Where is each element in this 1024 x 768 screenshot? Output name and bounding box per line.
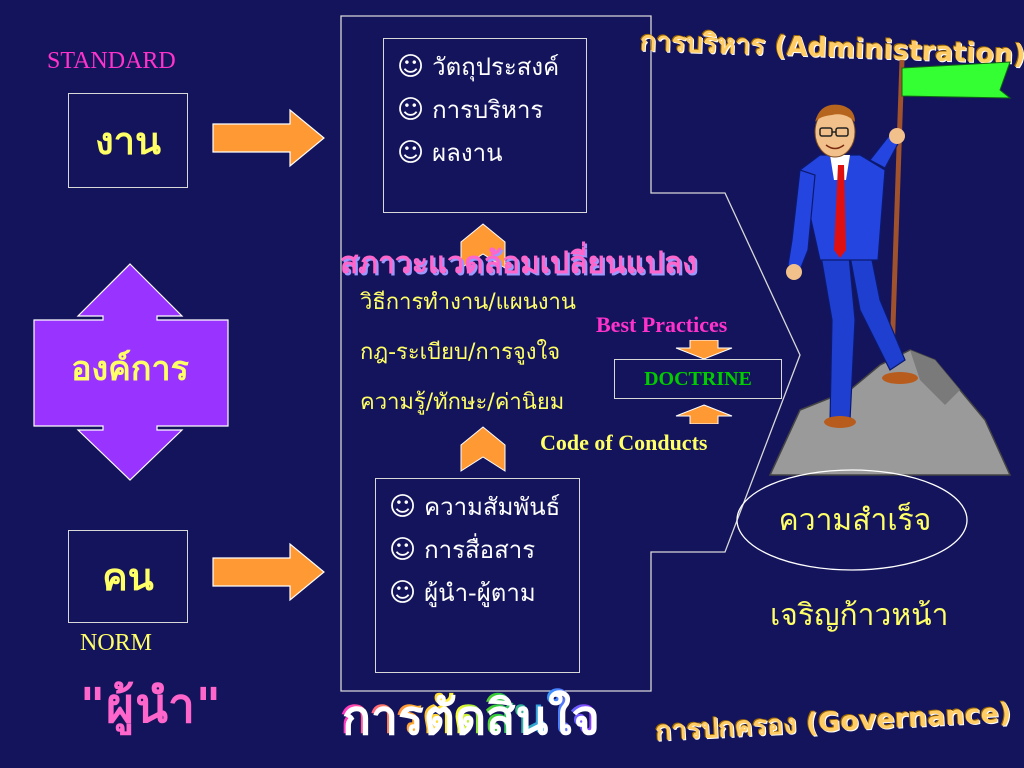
success-ellipse	[736, 469, 968, 571]
list-item: ☺การสื่อสาร	[389, 535, 536, 565]
methods-list: วิธีการทำงาน/แผนงาน กฎ-ระเบียบ/การจูงใจ …	[360, 284, 576, 419]
progress-label: เจริญก้าวหน้า	[770, 598, 949, 633]
method-item: กฎ-ระเบียบ/การจูงใจ	[360, 340, 561, 365]
up-arrow-icon	[675, 404, 733, 424]
env-change-wordart: สภาวะแวดล้อมเปลี่ยนแปลง	[340, 246, 697, 281]
bottom-items-box: ☺ความสัมพันธ์ ☺การสื่อสาร ☺ผู้นำ-ผู้ตาม	[375, 478, 580, 673]
list-item: ☺วัตถุประสงค์	[397, 52, 560, 82]
smiley-icon: ☺	[397, 52, 425, 82]
standard-label: STANDARD	[47, 48, 176, 74]
top-items-box: ☺วัตถุประสงค์ ☺การบริหาร ☺ผลงาน	[383, 38, 587, 213]
best-practices-label: Best Practices	[596, 312, 728, 337]
people-box: คน	[68, 530, 188, 623]
doctrine-label: DOCTRINE	[644, 367, 752, 390]
climber-illustration	[768, 60, 1012, 476]
work-arrow	[212, 108, 325, 168]
method-item: วิธีการทำงาน/แผนงาน	[360, 290, 576, 315]
work-box: งาน	[68, 93, 188, 188]
up-chevron-icon	[460, 223, 506, 269]
smiley-icon: ☺	[397, 95, 425, 125]
org-label: องค์การ	[71, 349, 189, 389]
code-of-conducts-label: Code of Conducts	[540, 430, 708, 455]
list-item: ☺ผลงาน	[397, 138, 503, 168]
up-chevron-icon	[460, 426, 506, 472]
list-item: ☺ความสัมพันธ์	[389, 492, 561, 522]
down-arrow-icon	[675, 340, 733, 360]
leader-wordart: "ผู้นำ"	[80, 678, 222, 734]
list-item: ☺การบริหาร	[397, 95, 544, 125]
method-item: ความรู้/ทักษะ/ค่านิยม	[360, 390, 565, 415]
people-arrow	[212, 542, 325, 602]
work-label: งาน	[95, 119, 161, 163]
norm-label: NORM	[80, 630, 153, 656]
smiley-icon: ☺	[397, 138, 425, 168]
success-label: ความสำเร็จ	[778, 503, 932, 538]
smiley-icon: ☺	[389, 578, 417, 608]
org-double-arrow	[33, 263, 229, 481]
decision-wordart: การตัดสินใจ	[340, 688, 598, 744]
smiley-icon: ☺	[389, 535, 417, 565]
smiley-icon: ☺	[389, 492, 417, 522]
doctrine-box: DOCTRINE	[614, 359, 782, 399]
list-item: ☺ผู้นำ-ผู้ตาม	[389, 578, 536, 608]
people-label: คน	[102, 555, 154, 599]
